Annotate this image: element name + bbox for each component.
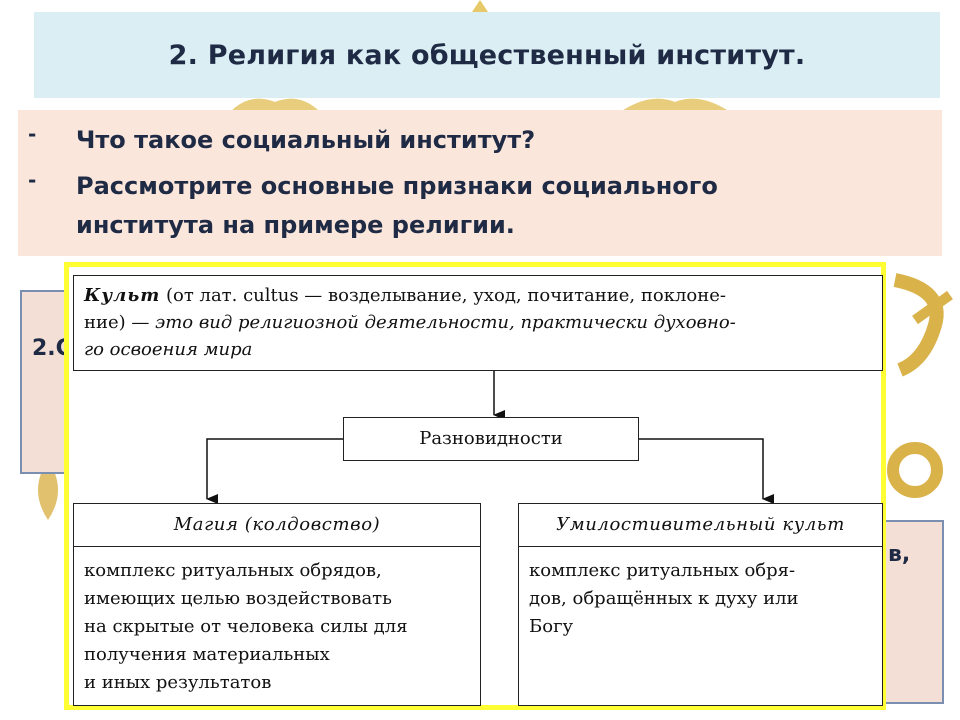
cult-diagram: Культ (от лат. cultus — возделывание, ух… xyxy=(64,262,886,710)
questions-panel: - Что такое социальный институт? - Рассм… xyxy=(18,110,942,256)
propitiatory-line: Богу xyxy=(529,616,574,637)
definition-box: Культ (от лат. cultus — возделывание, ух… xyxy=(73,275,883,371)
ornament-swirl-small-icon xyxy=(887,442,943,498)
propitiatory-line: комплекс ритуальных обря- xyxy=(529,560,796,581)
diagram-connectors xyxy=(206,371,774,504)
slide-title: 2. Религия как общественный институт. xyxy=(168,39,806,71)
varieties-box: Разновидности xyxy=(343,417,639,461)
question-text-line1: Рассмотрите основные признаки социальног… xyxy=(76,172,718,200)
magic-title-box: Магия (колдовство) xyxy=(73,503,481,547)
propitiatory-line: дов, обращённых к духу или xyxy=(529,588,799,609)
arrow-to-magic xyxy=(206,438,343,504)
ornament-swirl-icon xyxy=(893,273,953,377)
magic-description: комплекс ритуальных обрядов, имеющих цел… xyxy=(74,547,480,697)
magic-line: и иных результатов xyxy=(84,672,272,693)
varieties-label: Разновидности xyxy=(419,428,563,449)
title-banner: 2. Религия как общественный институт. xyxy=(34,12,940,98)
propitiatory-title-box: Умилостивительный культ xyxy=(518,503,883,547)
definition-line2-italic: это вид религиозной деятельности, практи… xyxy=(155,312,736,333)
ornament-right-icon xyxy=(620,98,730,112)
propitiatory-title: Умилостивительный культ xyxy=(556,514,845,535)
question-marker: - xyxy=(28,168,37,192)
definition-line2-plain: ние) — xyxy=(84,312,156,333)
propitiatory-description: комплекс ритуальных обря- дов, обращённы… xyxy=(519,547,882,641)
magic-line: получения материальных xyxy=(84,644,330,665)
arrow-to-propitiatory xyxy=(639,438,774,504)
magic-line: на скрытые от человека силы для xyxy=(84,616,408,637)
question-text-line2: института на примере религии. xyxy=(76,211,515,239)
definition-text: Культ (от лат. cultus — возделывание, ух… xyxy=(74,276,882,363)
magic-line: имеющих целью воздействовать xyxy=(84,588,392,609)
definition-term: Культ xyxy=(84,285,161,306)
magic-description-box: комплекс ритуальных обрядов, имеющих цел… xyxy=(73,546,481,706)
question-text: Что такое социальный институт? xyxy=(76,126,536,154)
ornament-left-icon xyxy=(230,98,320,112)
propitiatory-description-box: комплекс ритуальных обря- дов, обращённы… xyxy=(518,546,883,706)
definition-line1: (от лат. cultus — возделывание, уход, по… xyxy=(160,285,726,306)
definition-line3-italic: го освоения мира xyxy=(84,339,253,360)
question-marker: - xyxy=(28,122,37,146)
magic-title: Магия (колдовство) xyxy=(173,514,381,535)
background-card-right: в, xyxy=(878,520,944,704)
magic-line: комплекс ритуальных обрядов, xyxy=(84,560,382,581)
ornament-bottom-left-icon xyxy=(38,460,58,520)
card-right-text: в, xyxy=(888,542,911,567)
